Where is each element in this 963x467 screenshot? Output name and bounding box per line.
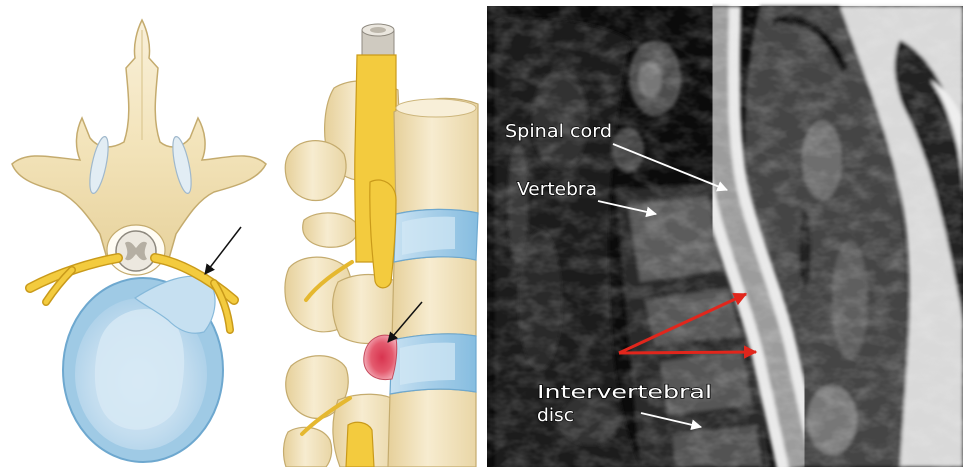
axial-intervertebral-disc xyxy=(63,276,223,462)
exiting-nerve-root xyxy=(370,180,396,288)
red-arrow-lower xyxy=(619,352,756,353)
lateral-spine-illustration xyxy=(284,24,478,467)
pointer-arrow-axial xyxy=(205,227,241,274)
disc-lower-highlight xyxy=(400,343,455,385)
label-spinal-cord: Spinal cord xyxy=(505,121,612,142)
facet-upper xyxy=(285,141,346,201)
dural-sac-cut-end xyxy=(362,24,394,56)
vertebral-body-lower xyxy=(388,389,476,467)
label-vertebra: Vertebra xyxy=(517,179,597,200)
axial-vertebra xyxy=(12,20,266,275)
label-intervertebral-disc-line1: Intervertebral xyxy=(537,382,712,403)
label-intervertebral-disc-line2: disc xyxy=(537,405,574,426)
nucleus-pulposus xyxy=(95,309,184,430)
process-small xyxy=(303,213,358,247)
nerve-root-bottom xyxy=(346,422,374,467)
axial-disc-illustration xyxy=(12,20,266,462)
mri-panel: Spinal cord Vertebra Intervertebral disc xyxy=(487,6,963,467)
vertebral-body-middle xyxy=(392,257,476,340)
vertebral-bodies xyxy=(388,98,478,467)
endplate-upper xyxy=(396,99,476,117)
process-bottom xyxy=(284,427,332,467)
dural-sac-core xyxy=(370,27,386,33)
